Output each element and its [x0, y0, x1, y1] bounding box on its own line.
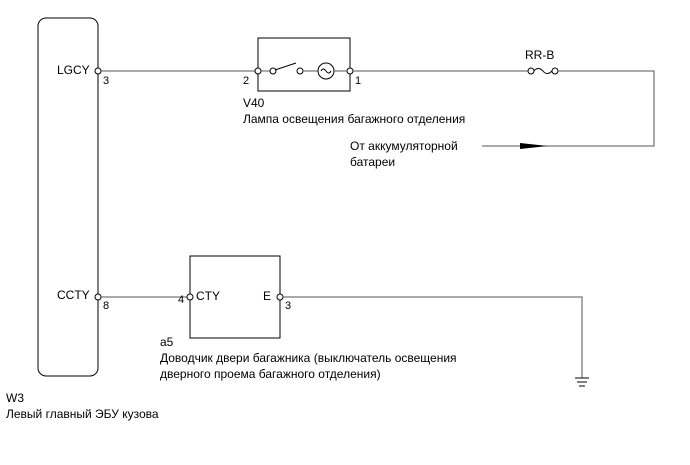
switch-pin4-label: 4 — [178, 294, 184, 306]
bulb-filament — [320, 68, 332, 74]
ecu-code: W3 — [6, 391, 24, 405]
ecu-terminal-lgcy-node — [94, 67, 102, 75]
ecu-terminal-lgcy-label: LGCY — [57, 63, 90, 77]
arrow-left-icon — [520, 143, 548, 149]
lamp-pin2-label: 2 — [243, 75, 249, 87]
lamp-switch-contact-a — [269, 67, 277, 75]
ecu-terminal-ccty-node — [94, 293, 102, 301]
switch-code: a5 — [160, 335, 174, 349]
lamp-switch-blade — [274, 62, 297, 71]
wire-to-ground — [283, 296, 583, 378]
ground-icon — [575, 377, 589, 387]
fuse-node-right — [551, 67, 559, 75]
lamp-pin1-label: 1 — [355, 75, 361, 87]
lamp-v40-box — [257, 37, 351, 92]
ecu-name: Левый главный ЭБУ кузова — [6, 407, 159, 421]
fuse-icon — [533, 68, 553, 74]
fuse-label: RR-B — [525, 48, 554, 62]
ecu-w3-body — [37, 17, 99, 377]
ecu-terminal-ccty-label: CCTY — [57, 288, 90, 302]
switch-pin3-label: 3 — [285, 300, 291, 312]
switch-name-line1: Доводчик двери багажника (выключатель ос… — [160, 351, 457, 365]
switch-terminal-e: E — [263, 289, 271, 303]
lamp-pin2-node — [254, 67, 262, 75]
lamp-pin1-node — [346, 67, 354, 75]
switch-name-line2: дверного проема багажного отделения) — [160, 367, 381, 381]
switch-pin3-node — [276, 293, 284, 301]
ecu-terminal-ccty-pin: 8 — [103, 300, 109, 312]
battery-label-line2: батареи — [350, 155, 395, 169]
wire-fuse-to-battery — [520, 70, 655, 147]
switch-terminal-cty: CTY — [196, 289, 220, 303]
ecu-terminal-lgcy-pin: 3 — [103, 75, 109, 87]
switch-pin4-node — [186, 293, 194, 301]
lamp-name: Лампа освещения багажного отделения — [243, 112, 465, 126]
fuse-node-left — [527, 67, 535, 75]
lamp-switch-contact-b — [296, 67, 304, 75]
lamp-code: V40 — [243, 96, 265, 110]
battery-label-line1: От аккумуляторной — [350, 139, 458, 153]
